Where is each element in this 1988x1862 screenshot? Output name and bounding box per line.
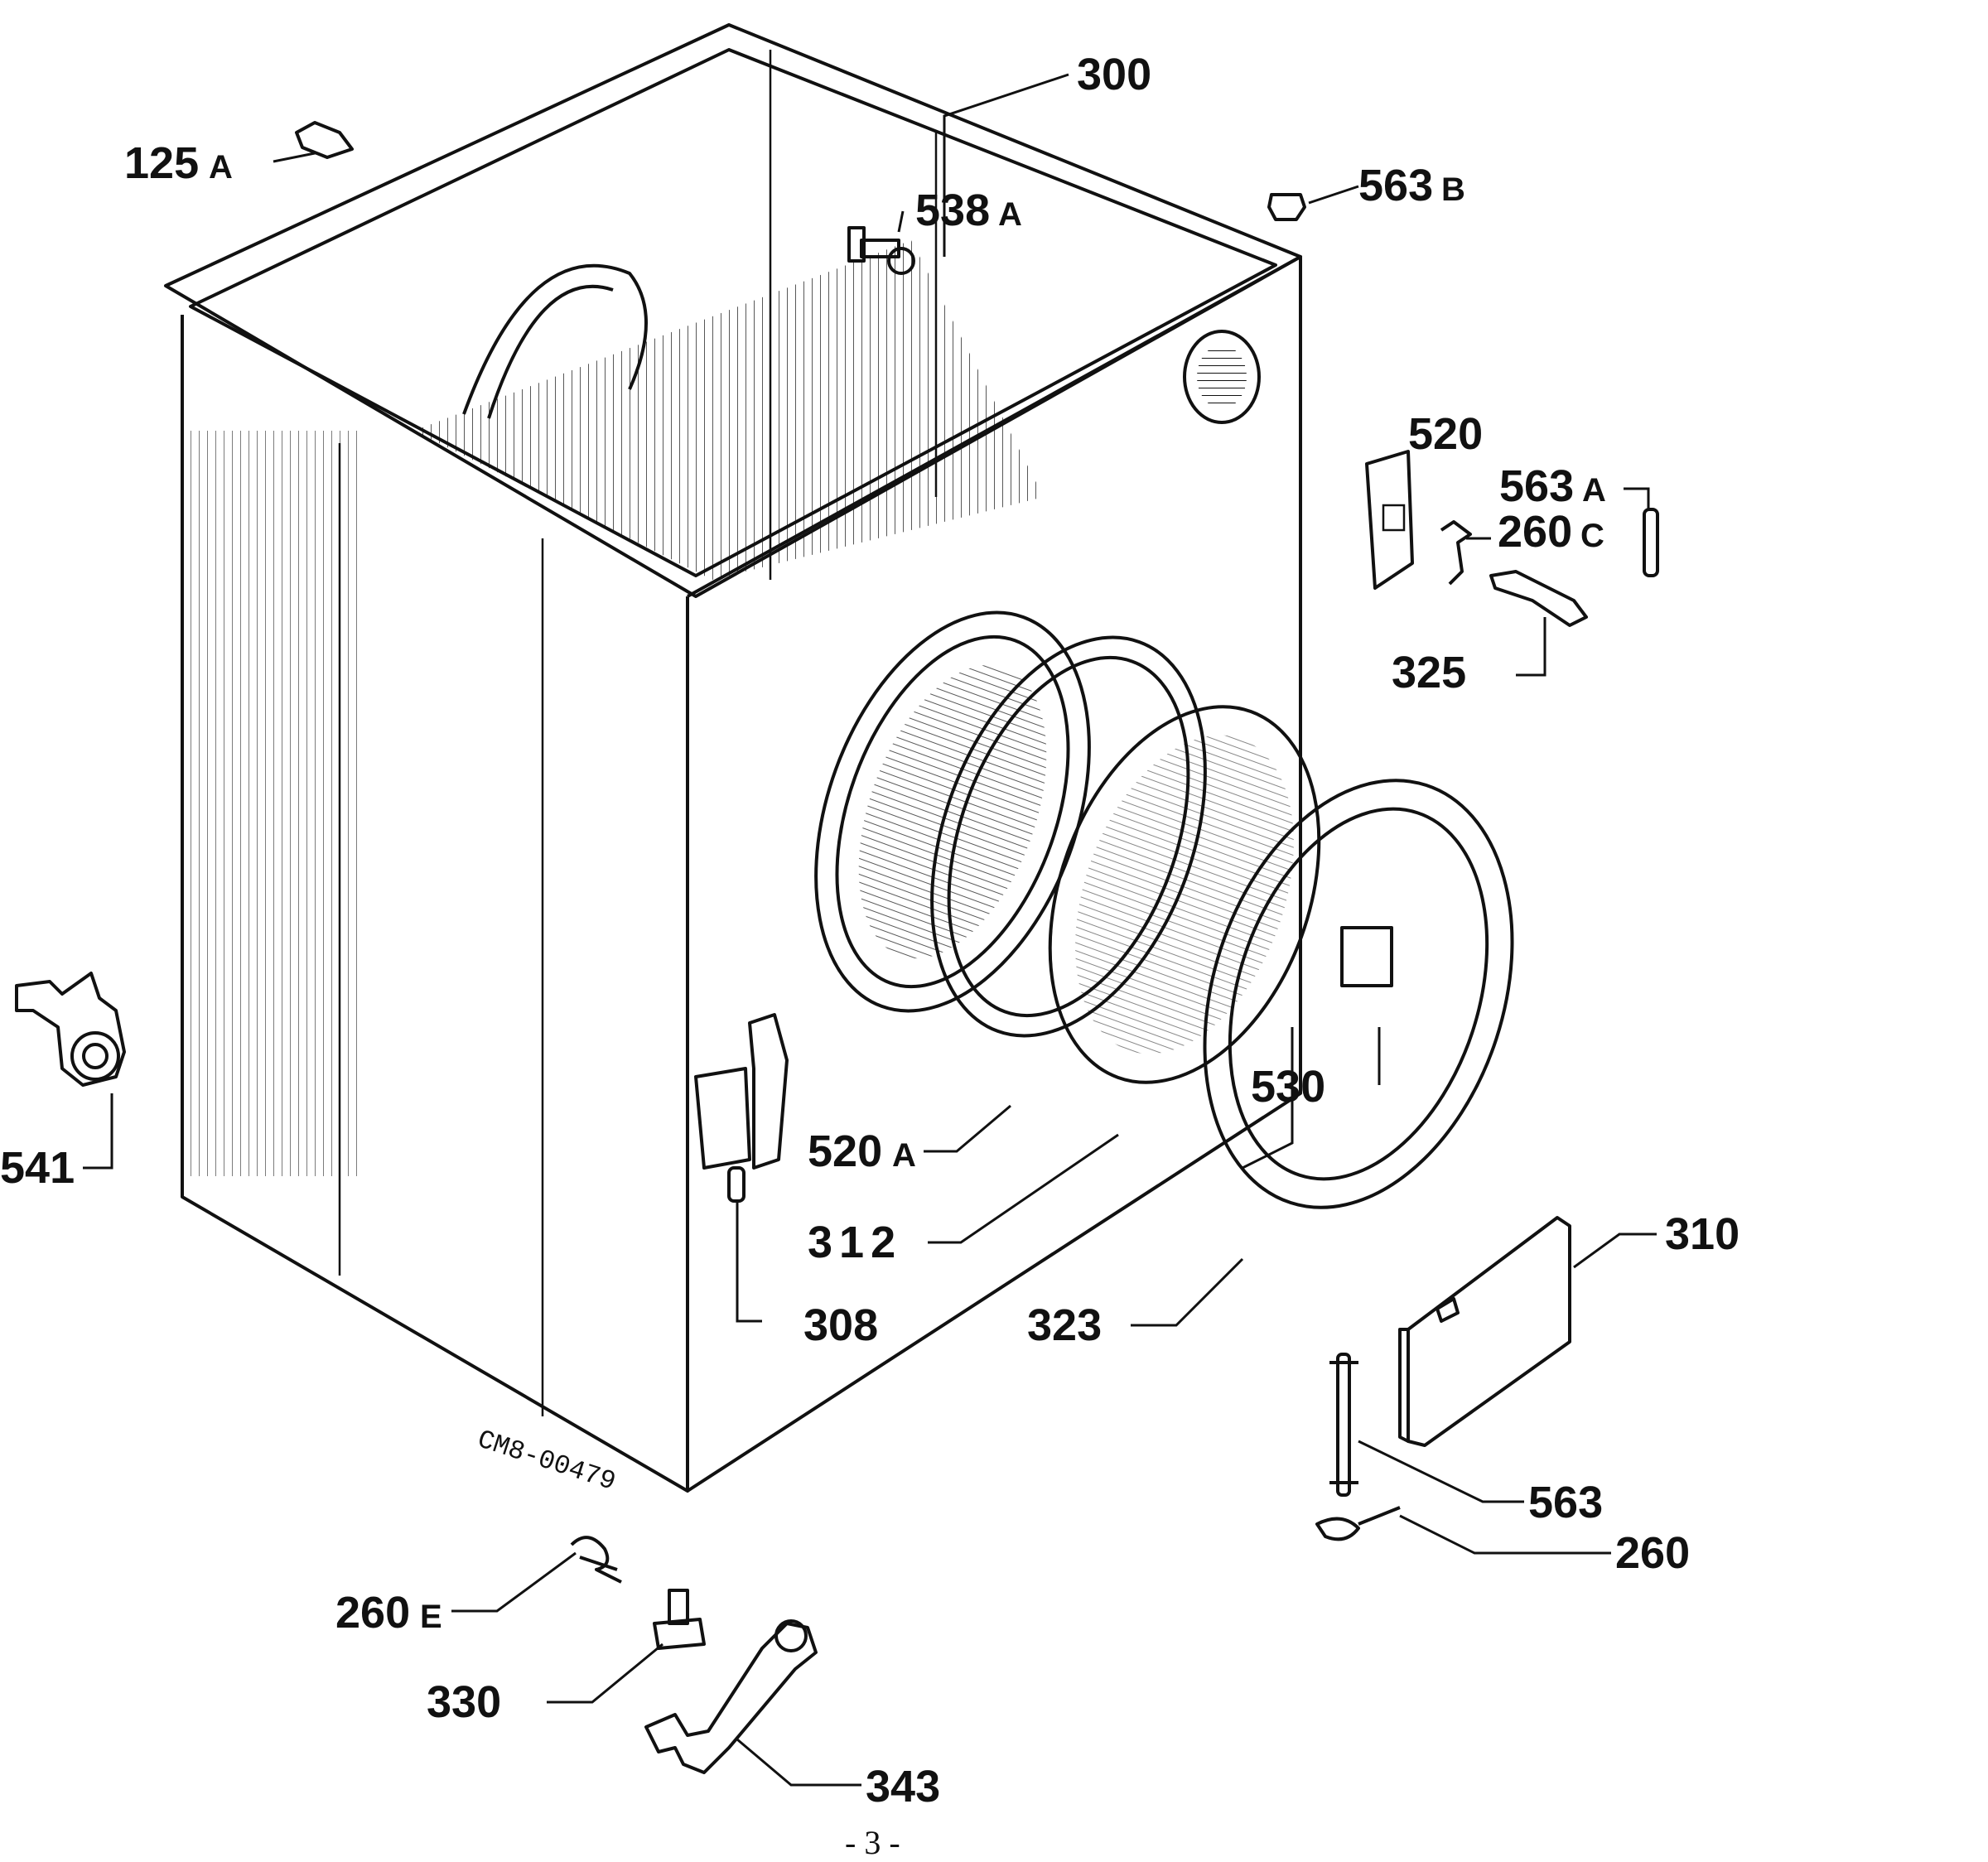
label-260c: 260 [1498, 507, 1572, 557]
part-310-filter-cover [1398, 1216, 1571, 1447]
label-125a: 125 [124, 138, 199, 188]
label-310: 310 [1665, 1209, 1740, 1259]
label-343: 343 [866, 1762, 940, 1811]
label-541: 541 [0, 1143, 75, 1193]
label-563: 563 [1528, 1478, 1603, 1527]
label-330: 330 [427, 1677, 501, 1727]
leader-lines [83, 73, 1657, 1787]
label-308: 308 [803, 1300, 878, 1350]
label-300: 300 [1077, 50, 1151, 99]
door-ring-323 [1203, 779, 1514, 1209]
label-520a: 520 [808, 1126, 882, 1176]
part-260c-spring [1440, 520, 1472, 586]
part-330-foot [653, 1589, 706, 1650]
label-563a: 563 [1499, 461, 1574, 511]
label-260c-suffix: C [1580, 518, 1604, 554]
part-325-handle [1489, 570, 1588, 627]
label-260e-suffix: E [420, 1599, 442, 1635]
part-563a-pin [1643, 508, 1659, 577]
drawing-code: CM8-00479 [474, 1424, 620, 1498]
part-563-rod [1329, 1353, 1358, 1497]
label-563a-suffix: A [1582, 472, 1606, 509]
cabinet-300 [164, 23, 1302, 1493]
label-260e: 260 [335, 1588, 410, 1638]
label-323: 323 [1027, 1300, 1102, 1350]
label-520a-suffix: A [892, 1137, 916, 1174]
label-325: 325 [1392, 648, 1466, 697]
part-125a [295, 121, 354, 159]
part-260e-clip [570, 1536, 622, 1584]
label-538a-suffix: A [998, 196, 1022, 233]
label-312: 312 [808, 1218, 902, 1267]
part-538a [847, 226, 915, 275]
label-563b: 563 [1358, 161, 1433, 210]
part-308-hinge [694, 1013, 789, 1203]
label-520: 520 [1408, 409, 1483, 459]
label-260: 260 [1615, 1528, 1690, 1578]
part-541-lock [15, 972, 126, 1087]
part-343-wrench [644, 1619, 818, 1774]
page-number: - 3 - [845, 1824, 900, 1861]
label-538a: 538 [915, 186, 990, 235]
part-260-spring [1315, 1506, 1401, 1541]
label-530: 530 [1251, 1062, 1325, 1112]
label-125a-suffix: A [209, 149, 233, 186]
label-563b-suffix: B [1441, 171, 1465, 208]
part-563b [1267, 193, 1306, 221]
part-labels: 300 125 A 538 A 563 B 520 563 A 260 C 32… [0, 50, 1740, 1811]
part-520-latch [1365, 450, 1414, 590]
